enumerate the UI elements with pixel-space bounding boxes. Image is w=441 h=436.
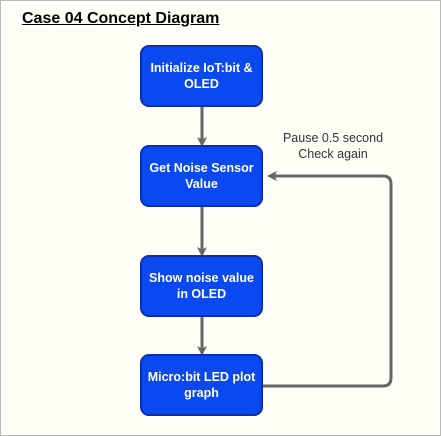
step-show-oled-box: Show noise value in OLED [140, 255, 263, 317]
loop-arrow [263, 171, 393, 388]
diagram-title: Case 04 Concept Diagram [22, 10, 220, 27]
step-get-noise-box: Get Noise Sensor Value [140, 145, 263, 207]
step-initialize-label: Initialize IoT:bit & OLED [150, 61, 253, 91]
step-plot-graph-label: Micro:bit LED plot graph [147, 370, 256, 400]
loop-note-line2: Check again [298, 147, 368, 161]
step-show-oled-label: Show noise value in OLED [149, 271, 254, 301]
step-initialize-box: Initialize IoT:bit & OLED [140, 45, 263, 107]
step-get-noise-label: Get Noise Sensor Value [149, 161, 254, 191]
step-plot-graph-box: Micro:bit LED plot graph [140, 354, 263, 416]
loop-note: Pause 0.5 second Check again [267, 130, 399, 162]
loop-note-line1: Pause 0.5 second [282, 131, 384, 145]
